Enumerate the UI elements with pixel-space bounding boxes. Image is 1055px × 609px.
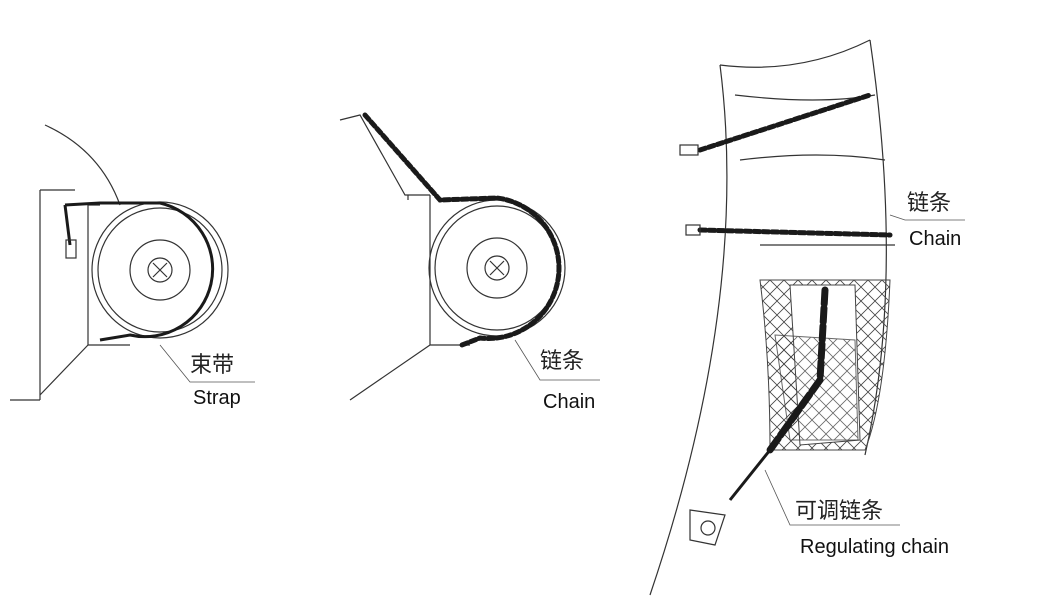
band-chain-label-cn: 链条 [907, 191, 951, 216]
strap-diagram: 束带 Strap [10, 124, 255, 409]
regulating-chain-label-en: Regulating chain [800, 536, 949, 558]
regulating-chain-label-cn: 可调链条 [795, 499, 883, 524]
strap-label-en: Strap [193, 387, 241, 409]
chain-label-en: Chain [543, 391, 595, 413]
chain-label-cn: 链条 [540, 349, 584, 374]
strap-label-cn: 束带 [190, 353, 234, 378]
band-chain-label-en: Chain [909, 228, 961, 250]
tube-chain-diagram: 链条 Chain 可调链条 Regulating chain [649, 39, 965, 596]
chain-diagram: 链条 Chain [339, 112, 600, 413]
